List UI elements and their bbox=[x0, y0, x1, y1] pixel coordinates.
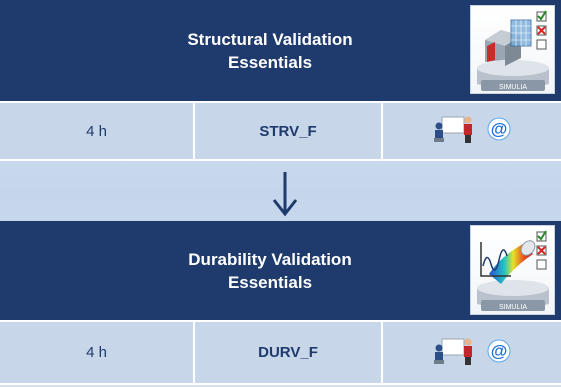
course-duration: 4 h bbox=[0, 322, 193, 383]
course-code: DURV_F bbox=[195, 322, 381, 383]
delivery-format: @ bbox=[383, 103, 561, 159]
classroom-training-icon bbox=[433, 336, 473, 370]
prerequisite-arrow bbox=[272, 172, 298, 217]
course-duration: 4 h bbox=[0, 103, 193, 159]
simulia-product-icon: SIMULIA bbox=[470, 5, 555, 94]
classroom-training-icon bbox=[433, 114, 473, 148]
online-learning-at-icon: @ bbox=[487, 339, 511, 367]
checklist-icon bbox=[536, 230, 547, 270]
online-learning-at-icon: @ bbox=[487, 117, 511, 145]
course-title: Structural Validation Essentials bbox=[120, 0, 420, 101]
at-symbol: @ bbox=[491, 341, 508, 360]
course-info-row: 4 h DURV_F @ bbox=[0, 320, 561, 385]
course-title-line-1: Structural Validation bbox=[187, 29, 353, 49]
course-title-bar: Durability Validation Essentials SIMULIA bbox=[0, 221, 561, 320]
simulia-product-icon: SIMULIA bbox=[470, 225, 555, 315]
course-title-line-2: Essentials bbox=[227, 52, 313, 72]
course-title-bar: Structural Validation Essentials SIMULIA bbox=[0, 0, 561, 101]
course-title-line-1: Durability Validation bbox=[188, 249, 352, 269]
checklist-icon bbox=[536, 10, 547, 50]
delivery-format: @ bbox=[383, 322, 561, 383]
simulia-logo-text: SIMULIA bbox=[499, 84, 527, 91]
course-code: STRV_F bbox=[195, 103, 381, 159]
course-title-line-2: Essentials bbox=[227, 272, 313, 292]
course-info-row: 4 h STRV_F @ bbox=[0, 101, 561, 161]
course-title: Durability Validation Essentials bbox=[120, 221, 420, 320]
simulia-logo-text: SIMULIA bbox=[499, 304, 527, 311]
at-symbol: @ bbox=[491, 120, 508, 139]
